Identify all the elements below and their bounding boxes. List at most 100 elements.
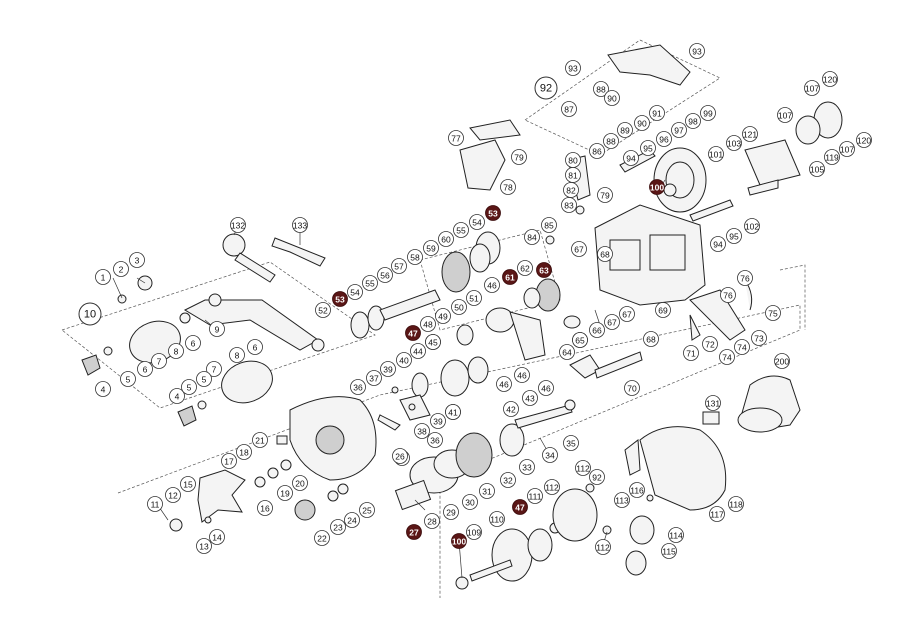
- callout-number: 46: [517, 371, 527, 381]
- callout-circle: [589, 469, 605, 485]
- callout-number: 97: [674, 126, 684, 136]
- callout-circle: [514, 367, 530, 383]
- part-callout-88: 88: [603, 133, 619, 149]
- callout-circle: [453, 222, 469, 238]
- callout-circle: [423, 240, 439, 256]
- part-callout-5: 5: [120, 371, 136, 387]
- part-callout-64: 64: [559, 344, 575, 360]
- part-callout-12: 12: [165, 487, 181, 503]
- callout-number: 116: [630, 486, 644, 496]
- part-callout-45: 45: [425, 334, 441, 350]
- callout-circle: [462, 494, 478, 510]
- part-callout-34: 34: [542, 447, 558, 463]
- callout-circle: [424, 513, 440, 529]
- callout-circle: [496, 376, 512, 392]
- callout-circle: [726, 135, 742, 151]
- part-callout-107: 107: [777, 107, 793, 123]
- callout-number: 45: [428, 338, 438, 348]
- part-callout-109: 109: [466, 524, 482, 540]
- part-callout-1: 1: [95, 269, 111, 285]
- part-callout-92: 92: [589, 469, 605, 485]
- part-callout-67: 67: [604, 314, 620, 330]
- callout-circle: [522, 390, 538, 406]
- part-callout-46: 46: [496, 376, 512, 392]
- callout-circle: [700, 105, 716, 121]
- callout-circle: [572, 332, 588, 348]
- part-callout-81: 81: [565, 167, 581, 183]
- callout-circle: [524, 229, 540, 245]
- callout-number: 21: [255, 436, 265, 446]
- part-callout-111: 111: [527, 488, 543, 504]
- part-callout-95: 95: [726, 228, 742, 244]
- callout-number: 39: [383, 365, 393, 375]
- callout-number: 31: [482, 487, 492, 497]
- part-callout-40: 40: [396, 352, 412, 368]
- callout-number: 81: [568, 171, 578, 181]
- part-callout-67: 67: [619, 306, 635, 322]
- part-callout-54: 54: [469, 214, 485, 230]
- callout-circle: [209, 529, 225, 545]
- part-callout-9: 9: [209, 321, 225, 337]
- callout-number: 64: [562, 348, 572, 358]
- callout-circle: [466, 290, 482, 306]
- callout-number: 67: [574, 245, 584, 255]
- callout-circle: [702, 336, 718, 352]
- callout-number: 38: [417, 427, 427, 437]
- callout-number: 33: [522, 463, 532, 473]
- callout-circle: [565, 60, 581, 76]
- part-callout-62: 62: [517, 260, 533, 276]
- callout-number: 32: [503, 476, 513, 486]
- callout-number: 120: [823, 75, 837, 85]
- part-callout-103: 103: [726, 135, 742, 151]
- part-callout-56: 56: [377, 267, 393, 283]
- callout-circle: [151, 353, 167, 369]
- callout-circle: [407, 249, 423, 265]
- part-callout-73: 73: [751, 330, 767, 346]
- callout-circle: [634, 115, 650, 131]
- callout-circle: [485, 205, 501, 221]
- callout-circle: [469, 214, 485, 230]
- part-callout-44: 44: [410, 343, 426, 359]
- callout-number: 54: [350, 288, 360, 298]
- callout-circle: [332, 291, 348, 307]
- callout-number: 62: [520, 264, 530, 274]
- part-callout-27: 27: [406, 524, 422, 540]
- part-callout-17: 17: [221, 453, 237, 469]
- callout-number: 86: [592, 147, 602, 157]
- callout-circle: [689, 43, 705, 59]
- callout-circle: [479, 483, 495, 499]
- callout-circle: [604, 90, 620, 106]
- part-callout-87: 87: [561, 101, 577, 117]
- callout-number: 90: [637, 119, 647, 129]
- part-callout-55: 55: [362, 275, 378, 291]
- callout-number: 102: [745, 222, 759, 232]
- callout-number: 118: [729, 500, 743, 510]
- callout-number: 6: [253, 343, 258, 353]
- callout-number: 200: [775, 357, 789, 367]
- callout-number: 82: [566, 186, 576, 196]
- callout-circle: [751, 330, 767, 346]
- callout-number: 11: [151, 500, 160, 510]
- callout-number: 133: [293, 221, 307, 231]
- part-callout-93: 93: [689, 43, 705, 59]
- callout-circle: [391, 258, 407, 274]
- part-callout-39: 39: [430, 413, 446, 429]
- part-callout-25: 25: [359, 502, 375, 518]
- part-callout-46: 46: [484, 277, 500, 293]
- tools: [222, 233, 326, 283]
- part-callout-76: 76: [737, 270, 753, 286]
- callout-number: 42: [506, 405, 516, 415]
- part-callout-36: 36: [350, 379, 366, 395]
- part-callout-79: 79: [511, 149, 527, 165]
- callout-number: 40: [399, 356, 409, 366]
- part-callout-90: 90: [634, 115, 650, 131]
- part-callout-5: 5: [181, 379, 197, 395]
- callout-number: 112: [576, 464, 590, 474]
- callout-number: 99: [703, 109, 713, 119]
- part-callout-30: 30: [462, 494, 478, 510]
- callout-number: 121: [743, 130, 757, 140]
- callout-circle: [362, 275, 378, 291]
- callout-number: 37: [369, 374, 379, 384]
- callout-number: 36: [353, 383, 363, 393]
